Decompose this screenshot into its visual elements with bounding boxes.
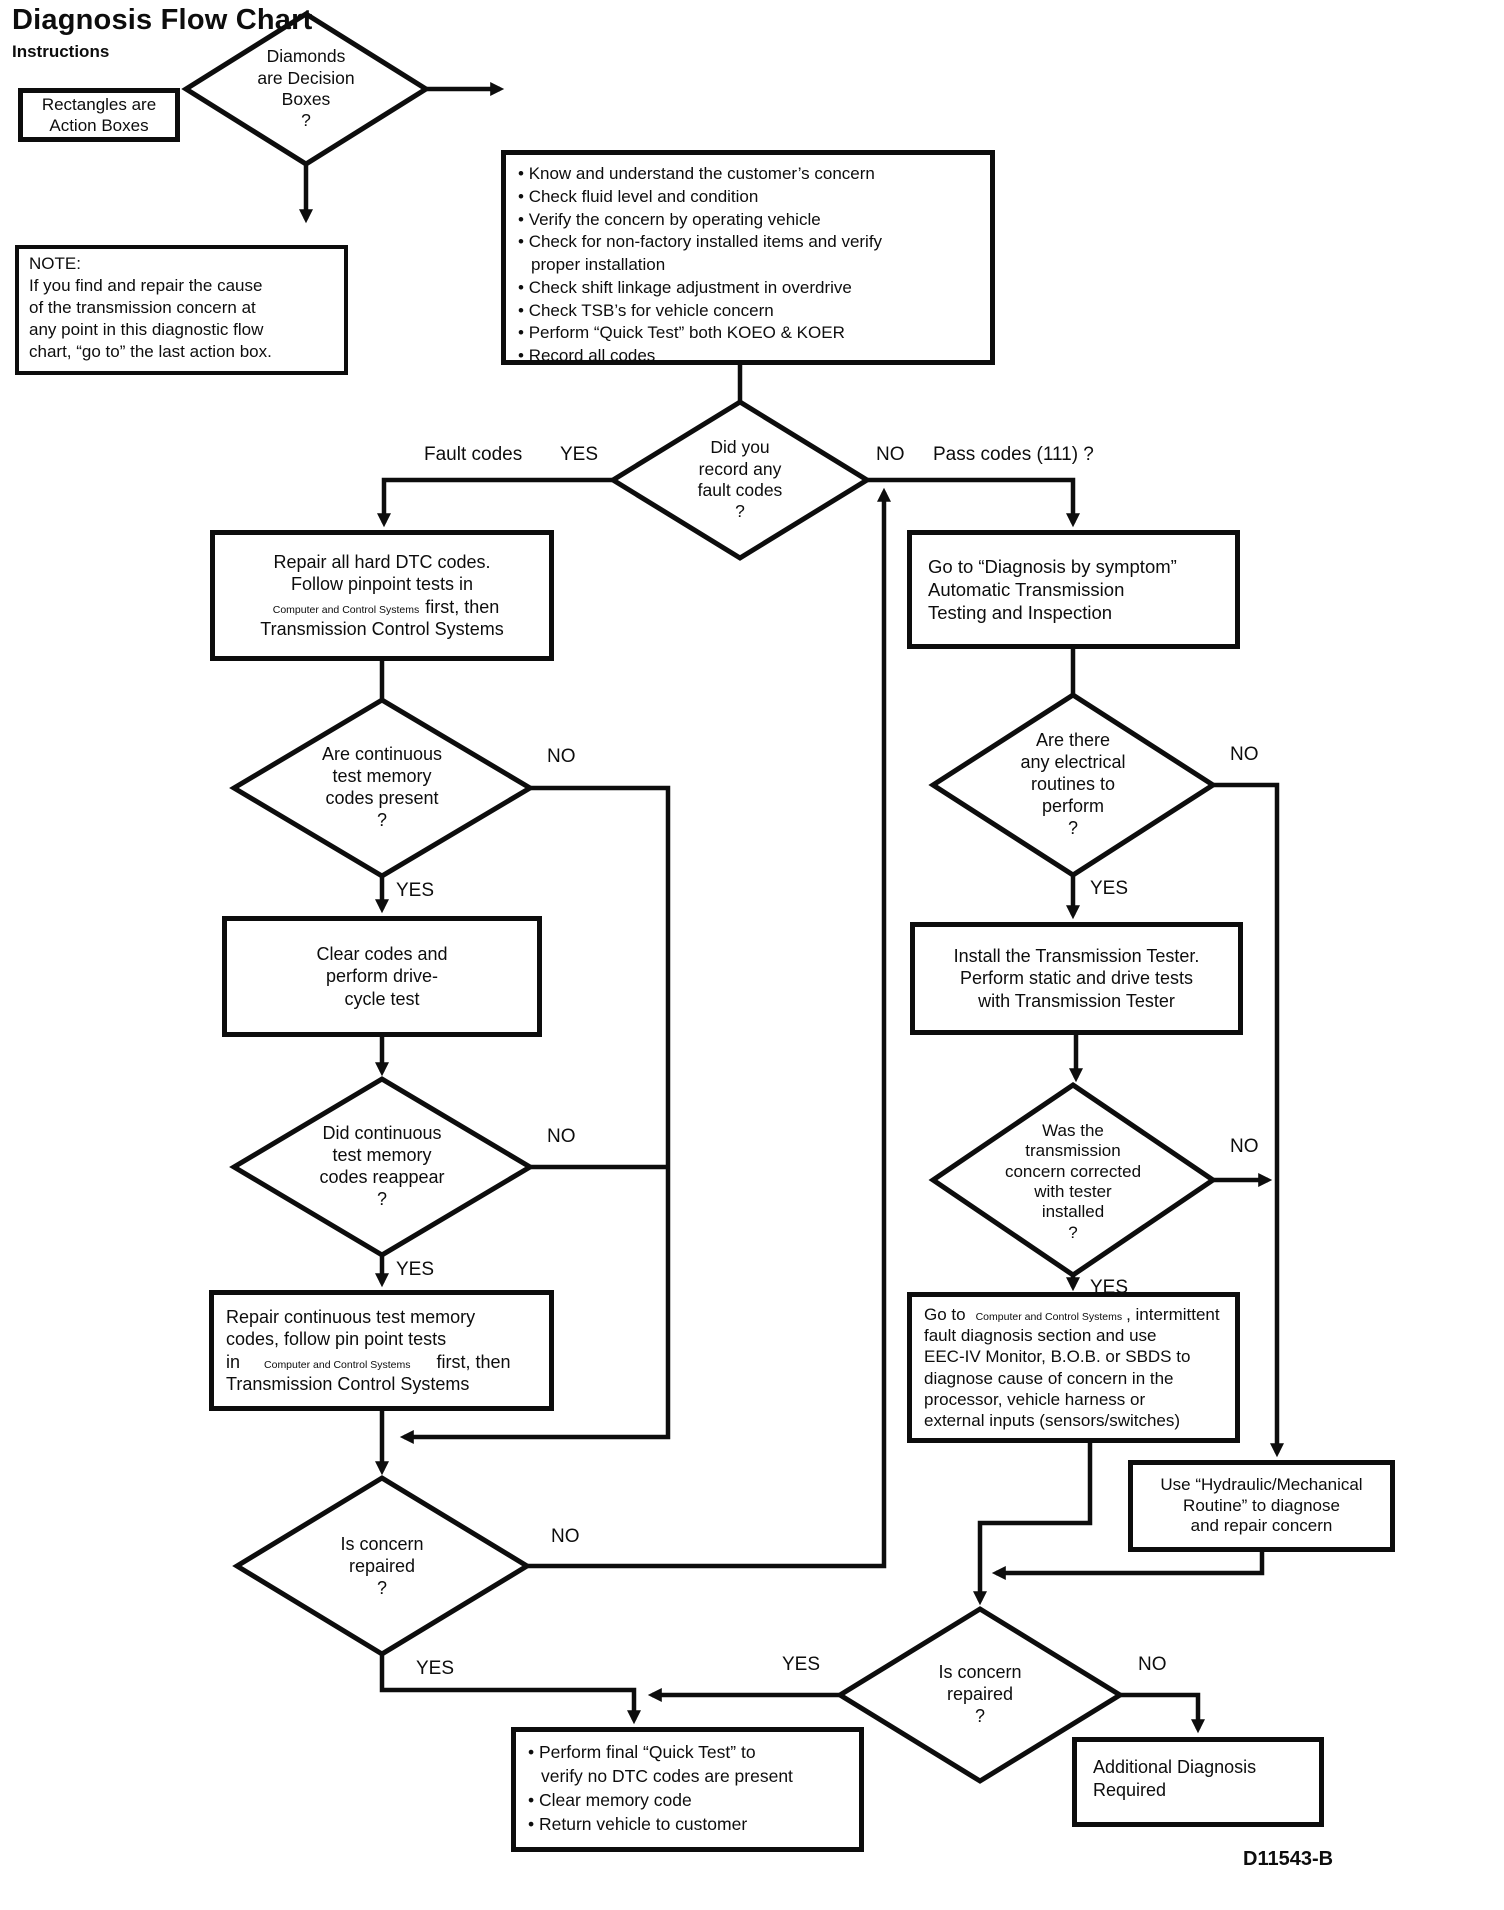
edge-fault-yes <box>377 477 613 528</box>
no-label: NO <box>1138 1654 1167 1675</box>
concern-repaired-bottom-diamond-text: Is concern repaired ? <box>938 1662 1022 1726</box>
legend-diamond-shape <box>181 11 431 167</box>
additional-diagnosis-box: Additional Diagnosis Required <box>1072 1737 1324 1827</box>
yes-label: YES <box>396 1259 435 1280</box>
manual-section-ref: Computer and Control Systems <box>975 1311 1123 1324</box>
codes-reappear-diamond-shape <box>229 1076 535 1258</box>
no-label: NO <box>1230 1136 1259 1157</box>
yes-label: YES <box>1090 878 1129 899</box>
tester-corrected-diamond-shape <box>928 1081 1218 1279</box>
no-label: NO <box>1230 744 1259 765</box>
instructions-label: Instructions <box>12 42 110 61</box>
clear-codes-box: Clear codes and perform drive- cycle tes… <box>222 916 542 1037</box>
edge-bottom-repaired-no <box>1120 1692 1205 1734</box>
edge-continuous-no-loop <box>399 785 671 1444</box>
legend-action-box: Rectangles are Action Boxes <box>18 88 180 142</box>
install-tester-box: Install the Transmission Tester. Perform… <box>910 922 1243 1035</box>
electrical-routines-diamond-text: Are there any electrical routines to per… <box>1020 730 1126 838</box>
diagnosis-by-symptom-box: Go to “Diagnosis by symptom” Automatic T… <box>907 530 1240 649</box>
tester-corrected-diamond-text: Was the transmission concern corrected w… <box>1004 1120 1142 1242</box>
edge-electrical-no <box>1213 782 1284 1458</box>
concern-repaired-left-diamond-text: Is concern repaired ? <box>340 1534 424 1598</box>
codes-reappear-diamond-text: Did continuous test memory codes reappea… <box>319 1123 445 1209</box>
figure-code: D11543-B <box>1243 1848 1334 1870</box>
yes-label: YES <box>782 1654 821 1675</box>
record-codes-diamond-shape <box>608 399 872 561</box>
record-codes-diamond-text: Did you record any fault codes ? <box>697 437 783 522</box>
legend-action-box-line: Rectangles are <box>41 94 157 114</box>
edge-left-repaired-yes <box>379 1654 641 1725</box>
no-label: NO <box>547 1126 576 1147</box>
no-label: NO <box>876 444 905 465</box>
yes-label: YES <box>396 880 435 901</box>
edge-not-repaired-feedback <box>527 487 891 1569</box>
note-heading: NOTE: <box>29 254 81 273</box>
no-label: NO <box>547 746 576 767</box>
manual-section-ref: Computer and Control Systems <box>272 603 420 616</box>
hydraulic-routine-box: Use “Hydraulic/Mechanical Routine” to di… <box>1128 1460 1395 1552</box>
concern-repaired-bottom-diamond-shape <box>835 1606 1125 1784</box>
continuous-present-diamond-text: Are continuous test memory codes present… <box>321 744 443 830</box>
pass-codes-label: Pass codes (111) ? <box>933 444 1094 465</box>
continuous-present-diamond-shape <box>229 697 535 879</box>
page-title: Diagnosis Flow Chart <box>12 4 313 36</box>
initial-checks-box: Know and understand the customer’s conce… <box>501 150 995 365</box>
concern-repaired-left-diamond-shape <box>232 1475 532 1657</box>
repair-hard-codes-box: Repair all hard DTC codes. Follow pinpoi… <box>210 530 554 661</box>
edge-intermittent-down <box>973 1443 1093 1606</box>
no-label: NO <box>551 1526 580 1547</box>
yes-label: YES <box>560 444 599 465</box>
electrical-routines-diamond-shape <box>928 692 1218 878</box>
note-box: NOTE: If you find and repair the cause o… <box>15 245 348 375</box>
fault-codes-label: Fault codes <box>424 444 523 465</box>
repair-continuous-codes-box: Repair continuous test memory codes, fol… <box>209 1290 554 1411</box>
manual-section-ref: Computer and Control Systems <box>264 1358 411 1371</box>
edge-pass-no <box>867 477 1080 528</box>
legend-action-box-line: Action Boxes <box>49 116 149 135</box>
legend-diamond-text: Diamonds are Decision Boxes ? <box>257 46 355 131</box>
yes-label: YES <box>416 1658 455 1679</box>
edge-hydraulic-down <box>991 1552 1265 1580</box>
final-steps-box: Perform final “Quick Test” to verify no … <box>511 1727 864 1852</box>
